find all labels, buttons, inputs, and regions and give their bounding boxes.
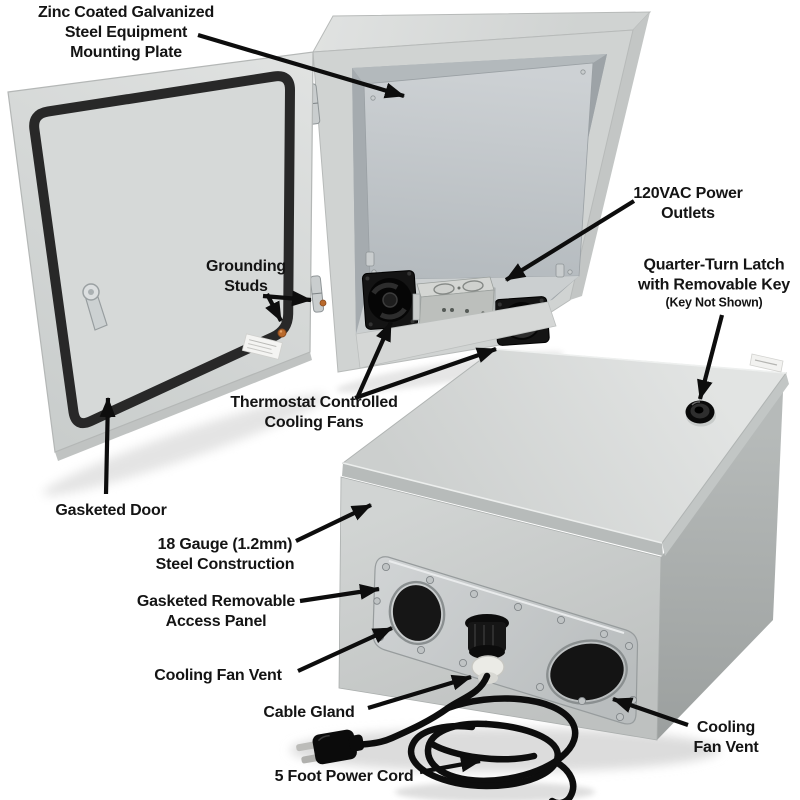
- arrow-fan-vent-right: [612, 697, 689, 727]
- callout-mounting-plate: Zinc Coated Galvanized Steel Equipment M…: [38, 3, 214, 63]
- callout-line: Cooling Fans: [264, 414, 364, 431]
- panel-screws: [373, 562, 638, 722]
- callout-line: 120VAC Power: [633, 185, 743, 202]
- gasketed-door-open: [7, 51, 314, 461]
- callout-line: Steel Equipment: [64, 24, 188, 41]
- arrow-power-outlets: [504, 199, 636, 282]
- power-outlet: [433, 283, 455, 295]
- door-latch-cam: [82, 283, 108, 331]
- grounding-stud-door: [277, 328, 287, 338]
- callout-line: Fan Vent: [693, 739, 759, 756]
- callout-power-outlets: 120VAC Power Outlets: [633, 184, 743, 224]
- callout-note: (Key Not Shown): [665, 295, 763, 310]
- callout-power-cord: 5 Foot Power Cord: [275, 767, 414, 787]
- callout-cable-gland: Cable Gland: [263, 703, 354, 723]
- label-sticker-closed: [749, 353, 784, 373]
- callout-line: Access Panel: [165, 613, 267, 630]
- door-gasket: [29, 71, 295, 429]
- closed-right-side: [657, 392, 783, 740]
- arrow-cooling-fan-2: [354, 347, 497, 400]
- callout-steel-construction: 18 Gauge (1.2mm) Steel Construction: [156, 535, 295, 575]
- arrow-steel-construction: [295, 503, 372, 543]
- plug-prong: [296, 741, 318, 752]
- quarter-turn-latch: [685, 400, 716, 427]
- arrow-fan-vent-left: [297, 626, 393, 673]
- arrow-latch: [697, 314, 725, 400]
- open-enclosure: [305, 11, 652, 373]
- callout-latch: Quarter-Turn Latch with Removable Key (K…: [638, 256, 790, 311]
- fan-vent-left-hole: [392, 585, 442, 641]
- arrow-cooling-fan-1: [356, 321, 393, 397]
- grounding-stud-body: [319, 299, 327, 307]
- callout-line: with Removable Key: [637, 276, 791, 294]
- callout-line: Studs: [224, 278, 268, 295]
- callout-arrows: [99, 32, 725, 775]
- closed-door-lip-right: [662, 373, 789, 556]
- callout-line: Cooling Fan Vent: [154, 667, 282, 684]
- power-cord-5ft: [344, 672, 579, 800]
- callout-grounding-studs: Grounding Studs: [206, 257, 286, 297]
- callout-line: Gasketed Removable: [136, 593, 296, 610]
- power-plug: [296, 729, 365, 765]
- callout-line: Cooling: [696, 719, 756, 736]
- door-bottom-edge: [55, 352, 312, 461]
- interior-top-wall: [352, 54, 607, 84]
- arrow-cable-gland: [367, 674, 472, 711]
- callout-line: Thermostat Controlled: [230, 394, 398, 411]
- cooling-fan-left: [361, 270, 419, 330]
- callout-line: 5 Foot Power Cord: [274, 768, 414, 785]
- callout-line: Cable Gland: [263, 704, 355, 721]
- closed-enclosure: [296, 348, 789, 800]
- callout-line: Quarter-Turn Latch: [643, 256, 785, 274]
- callout-line: Steel Construction: [155, 556, 295, 573]
- arrow-grounding-stud-2: [265, 293, 283, 322]
- callout-gasketed-door: Gasketed Door: [55, 501, 166, 521]
- callout-line: Gasketed Door: [55, 502, 167, 519]
- closed-door-lip-front: [342, 463, 663, 556]
- label-sticker-door: [241, 333, 283, 360]
- callout-fan-vent-right: Cooling Fan Vent: [693, 718, 758, 758]
- arrow-access-panel: [299, 583, 380, 604]
- callout-line: 18 Gauge (1.2mm): [157, 536, 293, 553]
- callout-line: Mounting Plate: [70, 44, 182, 61]
- callout-line: Grounding: [206, 258, 286, 275]
- arrow-power-cord: [419, 756, 481, 775]
- fan-vent-right-hole: [550, 643, 624, 701]
- open-enclosure-bottom-lip: [355, 301, 557, 369]
- callout-access-panel: Gasketed Removable Access Panel: [137, 592, 295, 632]
- arrow-mounting-plate: [197, 32, 405, 99]
- callout-line: Zinc Coated Galvanized: [37, 4, 215, 21]
- power-outlet: [462, 280, 484, 292]
- cord-shadow: [395, 782, 595, 800]
- callout-cooling-fans: Thermostat Controlled Cooling Fans: [230, 393, 398, 433]
- callout-fan-vent-left: Cooling Fan Vent: [154, 666, 282, 686]
- arrow-gasketed-door: [99, 397, 116, 495]
- callout-line: Outlets: [661, 205, 715, 222]
- arrow-grounding-stud-1: [262, 290, 312, 307]
